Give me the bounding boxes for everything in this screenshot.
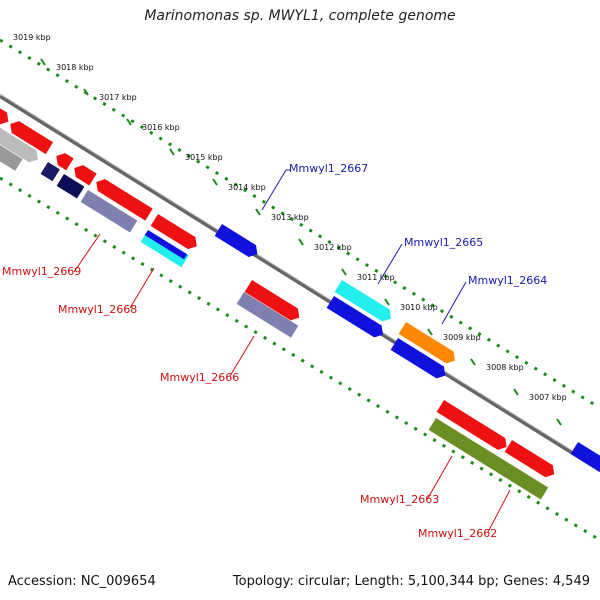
gene-grey-1[interactable] — [0, 124, 42, 165]
gene-red-2663b[interactable] — [504, 440, 558, 480]
tick-mark — [255, 208, 261, 216]
gene-blue-2664b[interactable] — [390, 338, 449, 382]
gene-red-4[interactable] — [71, 162, 97, 186]
tick-label: 3009 kbp — [443, 333, 481, 342]
tick-label: 3010 kbp — [400, 303, 438, 312]
tick-mark — [298, 238, 304, 246]
label-mmwyl1-2663: Mmwyl1_2663 — [360, 493, 439, 506]
tick-label: 3016 kbp — [142, 123, 180, 132]
label-mmwyl1-2667: Mmwyl1_2667 — [289, 162, 368, 175]
backbone-line — [0, 94, 600, 472]
callout-2667 — [261, 169, 287, 211]
tick-mark — [556, 418, 562, 426]
tick-mark — [40, 58, 46, 66]
gene-red-6[interactable] — [150, 214, 201, 252]
gene-slate-1[interactable] — [80, 190, 138, 233]
label-mmwyl1-2668: Mmwyl1_2668 — [58, 303, 137, 316]
tick-label: 3011 kbp — [357, 273, 395, 282]
tick-mark — [126, 118, 132, 126]
gene-red-3[interactable] — [53, 150, 74, 171]
gene-red-2[interactable] — [7, 118, 54, 155]
label-mmwyl1-2669: Mmwyl1_2669 — [2, 265, 81, 278]
tick-mark — [341, 268, 347, 276]
gene-mmwyl1-2665[interactable] — [334, 280, 395, 325]
inner-tick-line — [0, 176, 600, 542]
gene-mmwyl1-2666[interactable] — [236, 292, 299, 338]
tick-label: 3008 kbp — [486, 363, 524, 372]
tick-mark — [212, 178, 218, 186]
tick-mark — [169, 148, 175, 156]
tick-mark — [470, 358, 476, 366]
callout-2669 — [73, 233, 101, 273]
tick-mark — [83, 88, 89, 96]
callout-2665 — [377, 243, 403, 285]
tick-label: 3018 kbp — [56, 63, 94, 72]
gene-navy-2[interactable] — [56, 174, 85, 199]
callout-2664 — [441, 281, 467, 325]
gene-navy-1[interactable] — [40, 162, 60, 182]
map-title: Marinomonas sp. MWYL1, complete genome — [144, 8, 456, 24]
gene-mmwyl1-2662[interactable] — [428, 418, 549, 500]
callout-2666 — [229, 335, 255, 377]
tick-mark — [513, 388, 519, 396]
tick-label: 3012 kbp — [314, 243, 352, 252]
label-mmwyl1-2665: Mmwyl1_2665 — [404, 236, 483, 249]
backbone-line-highlight — [0, 93, 600, 469]
gene-red-1[interactable] — [0, 102, 12, 128]
tick-label: 3017 kbp — [99, 93, 137, 102]
accession-text: Accession: NC_009654 — [8, 574, 156, 589]
outer-tick-line — [0, 38, 600, 410]
gene-blue-2665b[interactable] — [326, 296, 387, 341]
gene-blue-right[interactable] — [570, 442, 600, 478]
gene-mmwyl1-2668[interactable] — [140, 230, 189, 268]
gene-mmwyl1-2667[interactable] — [214, 224, 261, 260]
gene-grey-2[interactable] — [0, 140, 23, 171]
tick-mark — [427, 328, 433, 336]
tick-label: 3015 kbp — [185, 153, 223, 162]
tick-label: 3007 kbp — [529, 393, 567, 402]
tick-label: 3014 kbp — [228, 183, 266, 192]
gene-red-5[interactable] — [93, 176, 153, 221]
tick-mark — [384, 298, 390, 306]
tick-label: 3019 kbp — [13, 33, 51, 42]
gene-mmwyl1-2663-red[interactable] — [436, 400, 511, 453]
gene-mmwyl1-2664[interactable] — [398, 322, 459, 367]
callout-2663 — [427, 455, 453, 499]
label-mmwyl1-2664: Mmwyl1_2664 — [468, 274, 547, 287]
topology-summary-text: Topology: circular; Length: 5,100,344 bp… — [232, 574, 590, 589]
callout-2662 — [487, 489, 511, 533]
label-mmwyl1-2662: Mmwyl1_2662 — [418, 527, 497, 540]
label-mmwyl1-2666: Mmwyl1_2666 — [160, 371, 239, 384]
callout-2668 — [129, 267, 155, 309]
gene-mmwyl1-2666-red[interactable] — [244, 280, 303, 324]
tick-label: 3013 kbp — [271, 213, 309, 222]
